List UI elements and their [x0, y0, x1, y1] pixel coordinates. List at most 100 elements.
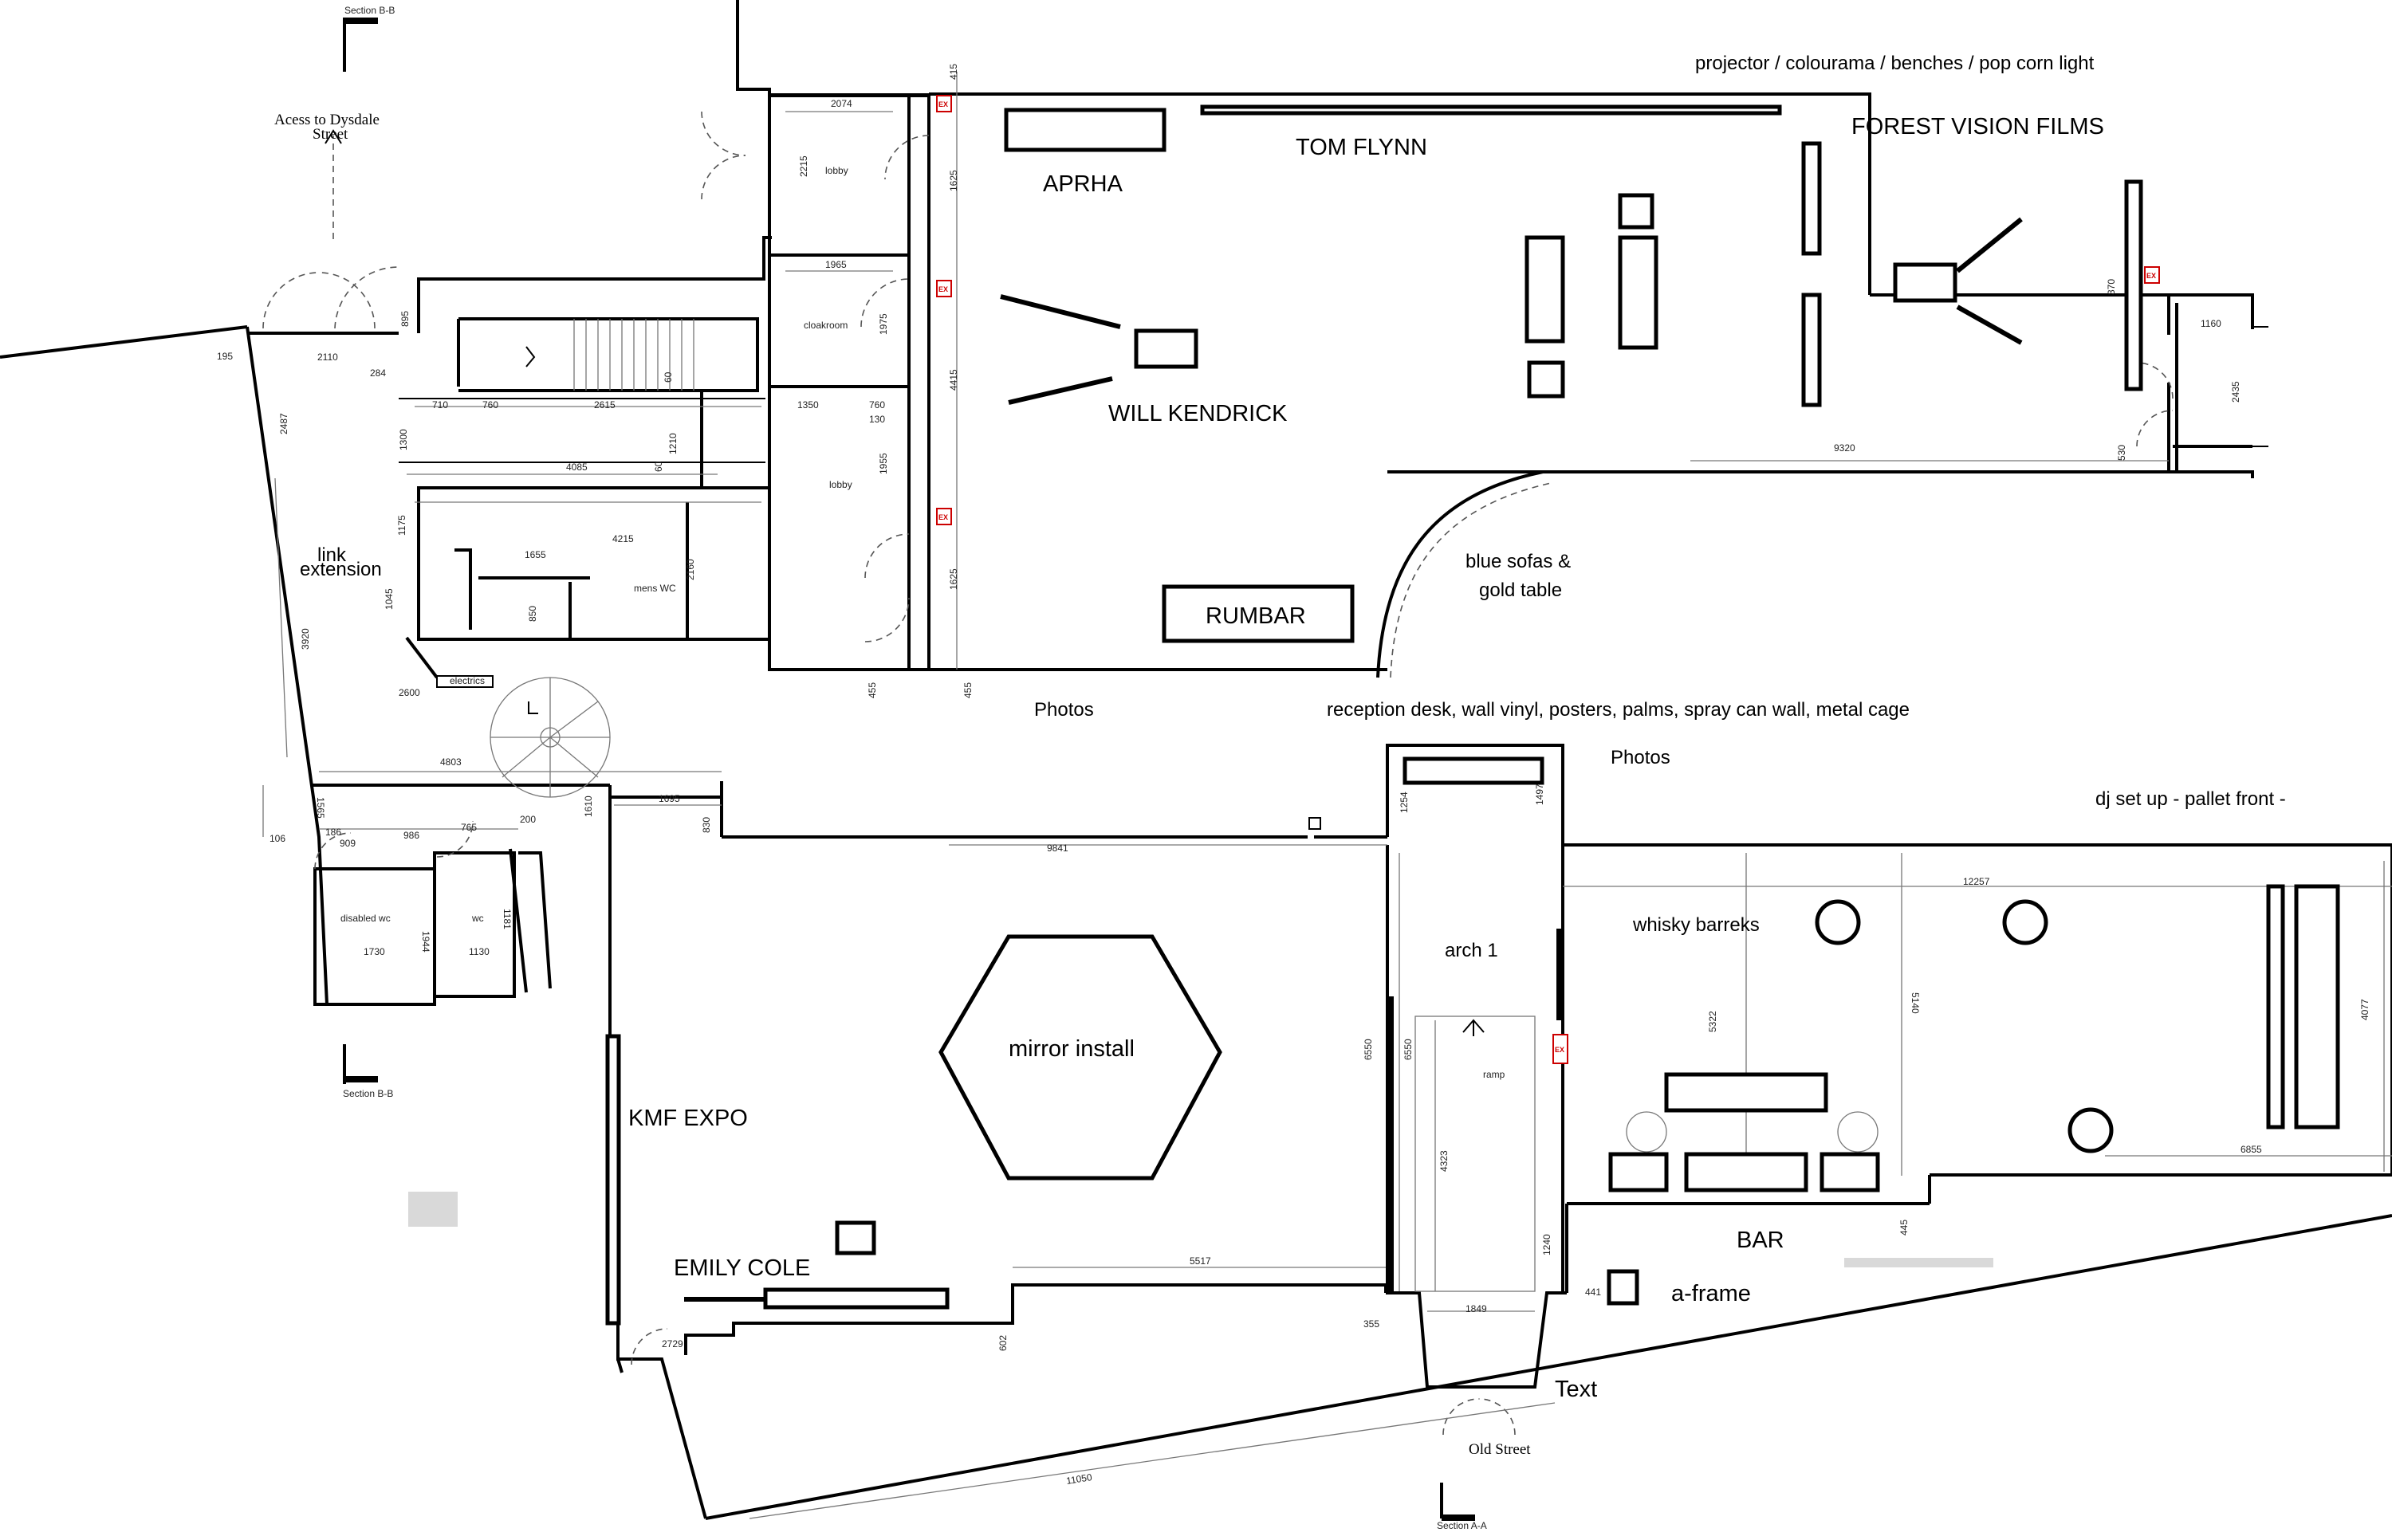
- svg-text:1175: 1175: [396, 515, 407, 536]
- svg-text:4415: 4415: [948, 369, 959, 391]
- svg-text:441: 441: [1585, 1287, 1601, 1298]
- tom-flynn-wall: [1200, 104, 1782, 116]
- svg-text:3920: 3920: [300, 628, 311, 650]
- svg-text:895: 895: [399, 311, 411, 327]
- a-frame-label: a-frame: [1671, 1281, 1751, 1306]
- room-cloakroom: cloakroom: [804, 320, 848, 331]
- kmf-expo-label: KMF EXPO: [628, 1106, 748, 1131]
- svg-text:760: 760: [482, 399, 498, 411]
- svg-text:1130: 1130: [469, 946, 490, 957]
- svg-text:1497: 1497: [1534, 784, 1545, 805]
- svg-text:2600: 2600: [399, 687, 420, 698]
- room-lobby-top: lobby: [825, 165, 848, 176]
- bar-label: BAR: [1737, 1228, 1784, 1253]
- svg-text:1730: 1730: [364, 946, 385, 957]
- mirror-install: [938, 934, 1222, 1181]
- svg-text:1975: 1975: [878, 313, 889, 335]
- svg-text:12257: 12257: [1963, 876, 1990, 887]
- svg-text:445: 445: [1898, 1220, 1910, 1236]
- room-labels: lobby cloakroom lobby mens WC electrics …: [340, 165, 1505, 1080]
- rumbar-counter: [1162, 584, 1355, 643]
- svg-text:9320: 9320: [1834, 442, 1855, 454]
- will-kendrick-label: WILL KENDRICK: [1108, 401, 1288, 426]
- svg-text:1955: 1955: [878, 453, 889, 474]
- blue-sofas-label: blue sofas &: [1465, 551, 1571, 572]
- photos-label-1: Photos: [1034, 699, 1094, 721]
- svg-text:1610: 1610: [583, 796, 594, 817]
- svg-text:200: 200: [520, 814, 536, 825]
- svg-text:6855: 6855: [2241, 1144, 2262, 1155]
- svg-text:2074: 2074: [831, 98, 852, 109]
- svg-text:1965: 1965: [825, 259, 847, 270]
- dj-label: dj set up - pallet front -: [2095, 788, 2286, 810]
- svg-text:6550: 6550: [1363, 1039, 1374, 1060]
- whisky-label: whisky barreks: [1632, 914, 1760, 936]
- svg-text:455: 455: [962, 682, 974, 698]
- svg-text:1565: 1565: [315, 797, 326, 819]
- spiral-staircase: [490, 677, 611, 798]
- arch-label: arch 1: [1445, 940, 1498, 961]
- svg-text:1695: 1695: [659, 793, 680, 804]
- room-disabled-wc: disabled wc: [340, 913, 391, 924]
- photos-label-2: Photos: [1611, 747, 1670, 768]
- svg-text:Section B-B: Section B-B: [344, 5, 395, 16]
- svg-text:4077: 4077: [2359, 999, 2370, 1020]
- dimension-lines: [262, 72, 2392, 1519]
- svg-text:2110: 2110: [317, 352, 338, 363]
- svg-text:2615: 2615: [594, 399, 616, 411]
- annotations: projector / colourama / benches / pop co…: [274, 53, 2286, 1458]
- room-ramp: ramp: [1483, 1069, 1505, 1080]
- svg-text:710: 710: [432, 399, 448, 411]
- svg-text:1849: 1849: [1465, 1303, 1487, 1314]
- emily-cole-label: EMILY COLE: [674, 1255, 810, 1281]
- svg-text:1944: 1944: [420, 931, 431, 953]
- svg-text:1625: 1625: [948, 568, 959, 590]
- svg-text:1181: 1181: [502, 909, 513, 929]
- svg-text:60: 60: [663, 371, 674, 383]
- svg-text:4085: 4085: [566, 462, 588, 473]
- svg-text:1240: 1240: [1541, 1234, 1552, 1255]
- svg-text:602: 602: [997, 1335, 1009, 1351]
- svg-text:415: 415: [948, 64, 959, 80]
- svg-text:130: 130: [869, 414, 885, 425]
- a-frame-box: [1607, 1269, 1639, 1306]
- fixtures: [408, 104, 2340, 1326]
- svg-text:186: 186: [325, 827, 341, 838]
- svg-text:1350: 1350: [797, 399, 819, 411]
- projector-label: projector / colourama / benches / pop co…: [1695, 53, 2095, 74]
- svg-text:2435: 2435: [2230, 381, 2241, 403]
- text-label: Text: [1555, 1377, 1597, 1402]
- svg-text:EX: EX: [1555, 1046, 1564, 1054]
- street-label: Street: [313, 126, 348, 143]
- svg-text:355: 355: [1363, 1318, 1379, 1330]
- svg-text:9841: 9841: [1047, 843, 1068, 854]
- curved-wall: [1376, 470, 1552, 678]
- section-markers: Section B-B Section B-B Section A-A: [325, 5, 1487, 1531]
- svg-text:760: 760: [869, 399, 885, 411]
- svg-text:6550: 6550: [1403, 1039, 1414, 1060]
- svg-text:765: 765: [461, 822, 477, 833]
- room-mens-wc: mens WC: [634, 583, 676, 594]
- aprha-label: APRHA: [1043, 171, 1123, 197]
- old-street-label: Old Street: [1469, 1441, 1531, 1458]
- rumbar-label: RUMBAR: [1206, 603, 1306, 629]
- room-wc: wc: [471, 913, 484, 924]
- reception-label: reception desk, wall vinyl, posters, pal…: [1327, 699, 1910, 721]
- fire-extinguisher-markers: EX EX EX EX EX: [936, 95, 2160, 1064]
- aprha-display: [1004, 108, 1166, 152]
- svg-text:1300: 1300: [398, 429, 409, 450]
- svg-text:4803: 4803: [440, 756, 462, 768]
- svg-text:Section B-B: Section B-B: [343, 1088, 393, 1099]
- access-label: Acess to Dysdale: [274, 112, 380, 128]
- dimension-labels: 2074 2215 415 1625 1965 1975 4415 1625 1…: [217, 64, 2370, 1487]
- svg-text:5517: 5517: [1190, 1255, 1211, 1267]
- room-electrics: electrics: [450, 675, 485, 686]
- svg-text:986: 986: [403, 830, 419, 841]
- svg-text:1625: 1625: [948, 170, 959, 191]
- svg-text:909: 909: [340, 838, 356, 849]
- mirror-install-label: mirror install: [1009, 1036, 1135, 1062]
- will-kendrick-box: [1134, 328, 1198, 369]
- svg-text:2729: 2729: [662, 1338, 683, 1349]
- svg-text:4215: 4215: [612, 533, 634, 544]
